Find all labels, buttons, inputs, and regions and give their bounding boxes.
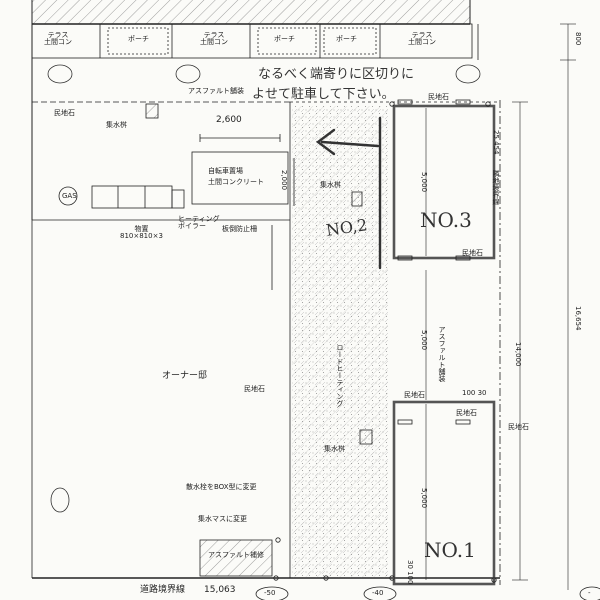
road-heating-label: ロードヒーティング [336,344,344,407]
curb-stone-no1-right: 民地石 [508,423,529,431]
handwritten-note-line-1: なるべく端寄りに区切りに [258,67,415,82]
level-minus: - [588,589,591,597]
dimension-16654: 16,654 [574,306,582,331]
boundary-label: 隣地境界線 [492,170,500,205]
drain-label-lower: 集水桝 [324,445,345,453]
drain-label-mid: 集水桝 [320,181,341,189]
terrace-label-left: テラス 土間コン [44,31,72,46]
level-minus-50: -50 [264,589,276,597]
dimension-5000-top: 5,000 [420,172,428,193]
owner-house-label: オーナー邸 [162,371,208,381]
storage-shed-label: 物置 810×810×3 [120,225,163,240]
note-drain-change: 集水マスに変更 [198,515,247,523]
bicycle-parking-label: 自転車置場 土間コンクリート [208,167,264,187]
curb-stone-no1-inner: 民地石 [456,409,477,417]
boundary-length: 25.454 [492,130,500,155]
curb-stone-mid-right: 民地石 [462,249,483,257]
dimension-lines [425,23,576,590]
gas-meter: GAS [62,192,77,200]
terrace-label-right: テラス 土間コン [408,31,436,46]
terrace-row [31,23,479,60]
drain-boxes [145,103,373,445]
asphalt-repair [199,539,273,577]
parcel-boundary [31,100,501,585]
heating-boiler-label: ヒーティング ボイラー [178,215,220,230]
stall-no3-label: NO.3 [420,208,472,232]
curb-stone-no1-top: 民地石 [404,391,425,399]
porch-label-1: ポーチ [128,35,149,43]
shrubs [47,64,481,513]
parking-stall-no1 [392,400,496,586]
curb-stone-left: 民地石 [54,109,75,117]
porch-label-3: ポーチ [336,35,357,43]
dimension-2000: 2,000 [280,170,288,191]
curb-stone-road: 民地石 [244,385,265,393]
level-markers [255,101,600,600]
dimension-800: 800 [574,32,582,46]
asphalt-paving-mid: アスファルト舗装 [438,326,446,382]
level-minus-40: -40 [372,589,384,597]
curb-stones [397,99,471,425]
asphalt-paving-top: アスファルト舗装 [188,87,244,95]
porch-label-2: ポーチ [274,35,295,43]
asphalt-repair-label: アスファルト補修 [208,551,264,559]
handwritten-note-line-2: よせて駐車して下さい。 [252,87,395,102]
curb-stone-top-right: 民地石 [428,93,449,101]
road-heating-hatch [292,106,388,578]
dimension-2600: 2,600 [216,115,242,125]
handwritten-arrow [316,116,382,270]
road-boundary-label: 道路境界線 [140,585,186,595]
dimension-5000-low: 5,000 [420,488,428,509]
dimension-5000-mid: 5,000 [420,330,428,351]
terrace-label-mid: テラス 土間コン [200,31,228,46]
road-boundary-length: 15,063 [204,585,236,595]
drain-label-left: 集水桝 [106,121,127,129]
note-sprinkler-box: 散水栓をBOX型に変更 [186,483,257,491]
dimension-14000: 14,000 [514,342,522,367]
dimension-30-100: 30 100 [406,560,414,585]
parking-stall-no3 [392,104,496,260]
fence-label: 板倒防止柵 [222,225,257,233]
bicycle-parking [191,134,295,206]
utility-area [58,185,185,209]
stall-no1-label: NO.1 [424,538,476,562]
dimension-100-30: 100 30 [462,389,487,397]
